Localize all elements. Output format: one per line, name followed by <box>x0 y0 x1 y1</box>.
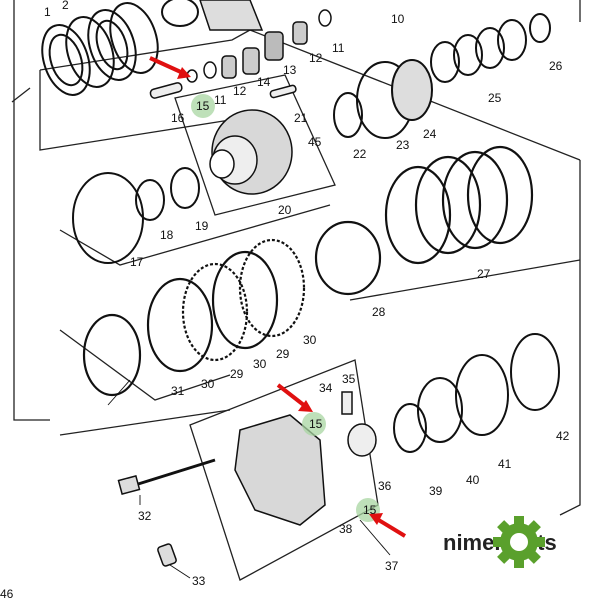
gear-shaft-10 <box>199 0 264 31</box>
callout-14: 14 <box>257 75 271 89</box>
clutch-pack-middle <box>82 238 306 397</box>
callout-2: 2 <box>62 0 69 12</box>
rings-22-26 <box>333 13 551 139</box>
callout-22: 22 <box>353 147 367 161</box>
rings-27 <box>384 145 534 265</box>
callout-27: 27 <box>477 267 491 281</box>
callout-30a: 30 <box>201 377 215 391</box>
callout-38: 38 <box>339 522 353 536</box>
callout-12b: 12 <box>309 51 323 65</box>
callout-15b: 15 <box>309 417 323 431</box>
arrow-bottom <box>369 513 407 538</box>
callout-30b: 30 <box>253 357 267 371</box>
highlight-15-middle <box>302 412 326 436</box>
callout-24: 24 <box>423 127 437 141</box>
callout-23: 23 <box>396 138 410 152</box>
callout-34: 34 <box>319 381 333 395</box>
brand-logo: nimerparts <box>443 516 557 568</box>
callout-33: 33 <box>192 574 206 588</box>
retainer-28 <box>314 220 382 296</box>
callout-29b: 29 <box>276 347 290 361</box>
red-arrows <box>149 56 407 538</box>
callout-15c: 15 <box>363 503 377 517</box>
clutch-pack-top <box>41 0 199 96</box>
piston-housing-box <box>174 74 336 216</box>
callout-45: 45 <box>308 135 322 149</box>
bolt-and-plug <box>117 458 216 567</box>
callout-18: 18 <box>160 228 174 242</box>
callout-12a: 12 <box>233 84 247 98</box>
gear-icon <box>493 516 545 568</box>
callout-15a: 15 <box>196 99 210 113</box>
callout-40: 40 <box>466 473 480 487</box>
callout-35: 35 <box>342 372 356 386</box>
callout-20: 20 <box>278 203 292 217</box>
callout-28: 28 <box>372 305 386 319</box>
small-parts-row <box>149 9 332 99</box>
callout-21: 21 <box>294 111 308 125</box>
callout-31: 31 <box>171 384 185 398</box>
callout-41: 41 <box>498 457 512 471</box>
callout-10: 10 <box>391 12 405 26</box>
callout-26: 26 <box>549 59 563 73</box>
arrow-top <box>149 56 191 79</box>
arrow-middle <box>276 383 313 412</box>
callout-36: 36 <box>378 479 392 493</box>
callout-25: 25 <box>488 91 502 105</box>
callout-labels: 1 2 10 11 11 12 12 13 14 15 15 15 16 17 … <box>0 0 570 601</box>
callout-16: 16 <box>171 111 185 125</box>
callout-1: 1 <box>44 5 51 19</box>
rear-housing <box>234 391 377 526</box>
callout-42: 42 <box>556 429 570 443</box>
callout-30c: 30 <box>303 333 317 347</box>
highlight-15-top <box>191 94 215 118</box>
callout-29a: 29 <box>230 367 244 381</box>
callout-39: 39 <box>429 484 443 498</box>
springs-17-19 <box>72 167 200 264</box>
callout-37: 37 <box>385 559 399 573</box>
leader-lines <box>107 379 391 579</box>
piston-assembly-45 <box>209 109 293 195</box>
corner-code: 46 <box>0 587 14 600</box>
callout-11b: 11 <box>332 41 345 55</box>
rings-39-42 <box>393 333 560 453</box>
callout-17: 17 <box>130 255 144 269</box>
callout-11a: 11 <box>214 93 227 107</box>
callout-13: 13 <box>283 63 297 77</box>
callout-19: 19 <box>195 219 209 233</box>
callout-32: 32 <box>138 509 152 523</box>
